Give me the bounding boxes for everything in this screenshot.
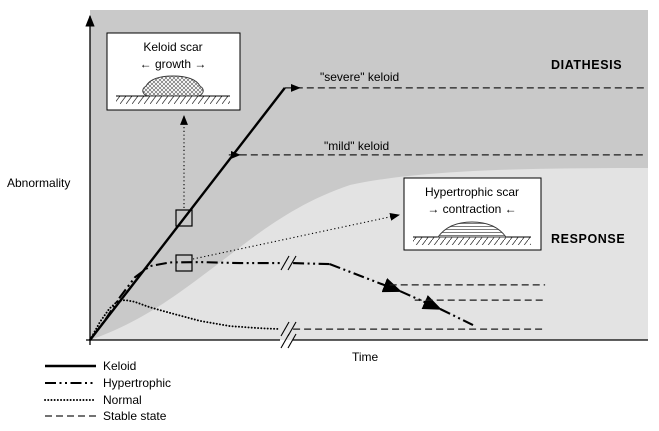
- legend: Keloid Hypertrophic Normal Stable state: [44, 359, 171, 423]
- hypertrophic-scar-shape: [437, 221, 507, 238]
- hypertrophic-inset-title: Hypertrophic scar: [425, 185, 519, 199]
- break-mark-x-axis: [280, 333, 297, 349]
- series-layer: [89, 83, 645, 341]
- break-mark-stable-line: [280, 321, 297, 337]
- legend-label-normal: Normal: [103, 393, 142, 407]
- hypertrophic-line: [439, 308, 476, 328]
- keloid-inset-title: Keloid scar: [143, 40, 202, 54]
- hypertrophic-inset: Hypertrophic scar → contraction ←: [403, 177, 542, 251]
- hypertrophic-inset-ground-hatch: [413, 237, 531, 245]
- hypertrophic-callout-connector: [192, 212, 400, 260]
- keloid-inset-action: ← growth →: [140, 57, 207, 71]
- hypertrophic-inset-action: → contraction ←: [427, 202, 516, 216]
- hypertrophic-line: [89, 261, 280, 341]
- diathesis-label: DIATHESIS: [551, 58, 622, 72]
- keloid-inset-ground-hatch: [116, 96, 230, 104]
- callout-marker-keloid: [175, 209, 193, 227]
- normal-line: [89, 299, 281, 341]
- keloid-inset: Keloid scar ← growth →: [106, 32, 241, 111]
- keloid-scar-shape: [142, 75, 204, 97]
- mild-keloid-label: "mild" keloid: [324, 139, 389, 153]
- legend-label-stable-state: Stable state: [103, 409, 167, 423]
- severe-keloid-label: "severe" keloid: [320, 70, 399, 84]
- y-axis-label: Abnormality: [7, 176, 70, 190]
- response-label: RESPONSE: [551, 232, 625, 246]
- x-axis-label: Time: [352, 350, 379, 364]
- hypertrophic-line: [293, 262, 330, 266]
- callout-marker-hypertrophic: [175, 254, 193, 272]
- keloid-line: [89, 87, 286, 341]
- legend-label-keloid: Keloid: [103, 359, 136, 373]
- break-mark-hypertrophic: [280, 255, 297, 271]
- legend-label-hypertrophic: Hypertrophic: [103, 376, 171, 390]
